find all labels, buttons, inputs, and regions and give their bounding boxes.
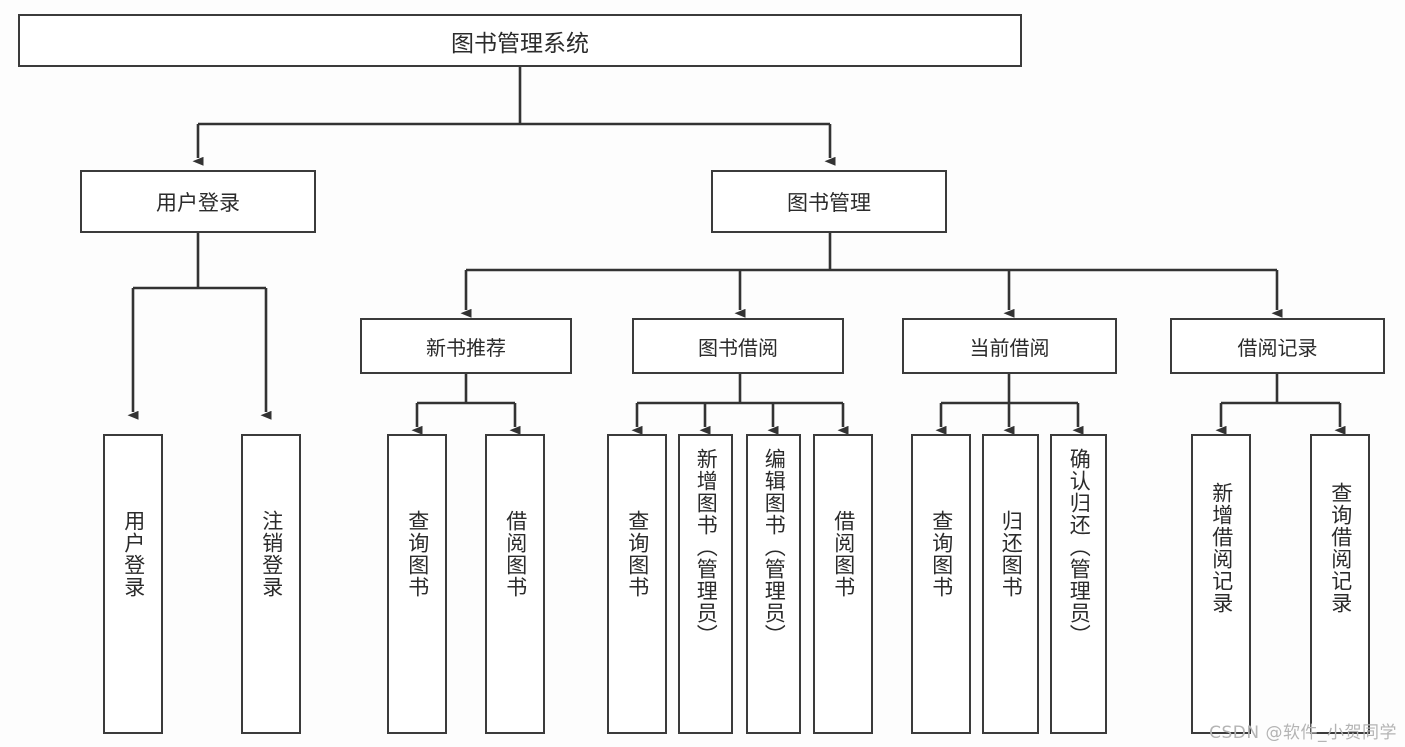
node-user-login[interactable]: 用户登录 xyxy=(80,170,316,233)
leaf-new-book-2[interactable]: 借阅图书 xyxy=(485,434,545,734)
leaf-book-borrow-2-label: 新增图书（管理员） xyxy=(694,448,719,646)
leaf-new-book-2-label: 借阅图书 xyxy=(503,510,528,598)
leaf-book-borrow-1[interactable]: 查询图书 xyxy=(607,434,667,734)
leaf-user-login-1[interactable]: 用户登录 xyxy=(103,434,163,734)
node-user-login-label: 用户登录 xyxy=(156,190,240,215)
leaf-book-borrow-4[interactable]: 借阅图书 xyxy=(813,434,873,734)
leaf-book-borrow-3-label: 编辑图书（管理员） xyxy=(762,448,787,646)
leaf-current-borrow-1[interactable]: 查询图书 xyxy=(911,434,971,734)
leaf-new-book-1-label: 查询图书 xyxy=(405,510,430,598)
leaf-borrow-record-1-label: 新增借阅记录 xyxy=(1209,482,1234,614)
leaf-current-borrow-3-label: 确认归还（管理员） xyxy=(1067,448,1092,646)
node-book-management[interactable]: 图书管理 xyxy=(711,170,947,233)
leaf-borrow-record-1[interactable]: 新增借阅记录 xyxy=(1191,434,1251,734)
node-new-book-recommend-label: 新书推荐 xyxy=(426,335,506,360)
node-borrow-record-label: 借阅记录 xyxy=(1237,335,1318,360)
node-book-borrow[interactable]: 图书借阅 xyxy=(632,318,844,374)
leaf-user-login-2[interactable]: 注销登录 xyxy=(241,434,301,734)
leaf-current-borrow-2[interactable]: 归还图书 xyxy=(982,434,1039,734)
node-book-management-label: 图书管理 xyxy=(787,190,871,215)
node-root-label: 图书管理系统 xyxy=(451,30,589,57)
watermark: CSDN @软件_小贺同学 xyxy=(1209,723,1397,743)
leaf-book-borrow-3[interactable]: 编辑图书（管理员） xyxy=(746,434,801,734)
leaf-borrow-record-2-label: 查询借阅记录 xyxy=(1328,482,1353,614)
leaf-book-borrow-1-label: 查询图书 xyxy=(625,510,650,598)
leaf-book-borrow-4-label: 借阅图书 xyxy=(831,510,856,598)
leaf-current-borrow-2-label: 归还图书 xyxy=(999,510,1024,598)
node-root[interactable]: 图书管理系统 xyxy=(18,14,1022,67)
leaf-current-borrow-3[interactable]: 确认归还（管理员） xyxy=(1050,434,1107,734)
node-borrow-record[interactable]: 借阅记录 xyxy=(1170,318,1385,374)
leaf-borrow-record-2[interactable]: 查询借阅记录 xyxy=(1310,434,1370,734)
leaf-user-login-1-label: 用户登录 xyxy=(121,510,146,598)
leaf-current-borrow-1-label: 查询图书 xyxy=(929,510,954,598)
node-book-borrow-label: 图书借阅 xyxy=(698,335,778,360)
node-new-book-recommend[interactable]: 新书推荐 xyxy=(360,318,572,374)
node-current-borrow-label: 当前借阅 xyxy=(969,335,1050,360)
leaf-book-borrow-2[interactable]: 新增图书（管理员） xyxy=(678,434,733,734)
leaf-new-book-1[interactable]: 查询图书 xyxy=(387,434,447,734)
node-current-borrow[interactable]: 当前借阅 xyxy=(902,318,1117,374)
leaf-user-login-2-label: 注销登录 xyxy=(259,510,284,598)
